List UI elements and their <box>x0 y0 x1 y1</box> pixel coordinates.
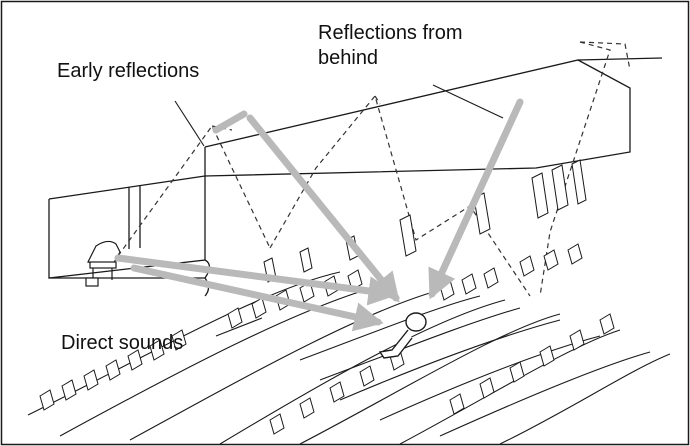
behind-reflection-arrow <box>428 98 524 300</box>
grand-piano-icon <box>85 240 121 287</box>
ceiling-wall <box>204 57 663 177</box>
balcony-seats <box>263 159 587 283</box>
direct-sound-arrow-upper <box>114 254 398 306</box>
sound-arrows <box>114 98 524 332</box>
listener-icon <box>378 312 427 359</box>
direct-sound-arrow-lower <box>130 264 384 332</box>
leader-lines <box>174 84 504 337</box>
reflections-from-behind-label: Reflections from behind <box>318 22 463 69</box>
early-reflection-source <box>212 110 248 134</box>
audience-seat-icon <box>39 243 615 435</box>
early-reflection-arrow <box>246 114 400 303</box>
early-reflections-label: Early reflections <box>57 60 200 82</box>
audience-seating <box>27 271 671 445</box>
direct-sounds-label: Direct sounds <box>61 332 184 354</box>
